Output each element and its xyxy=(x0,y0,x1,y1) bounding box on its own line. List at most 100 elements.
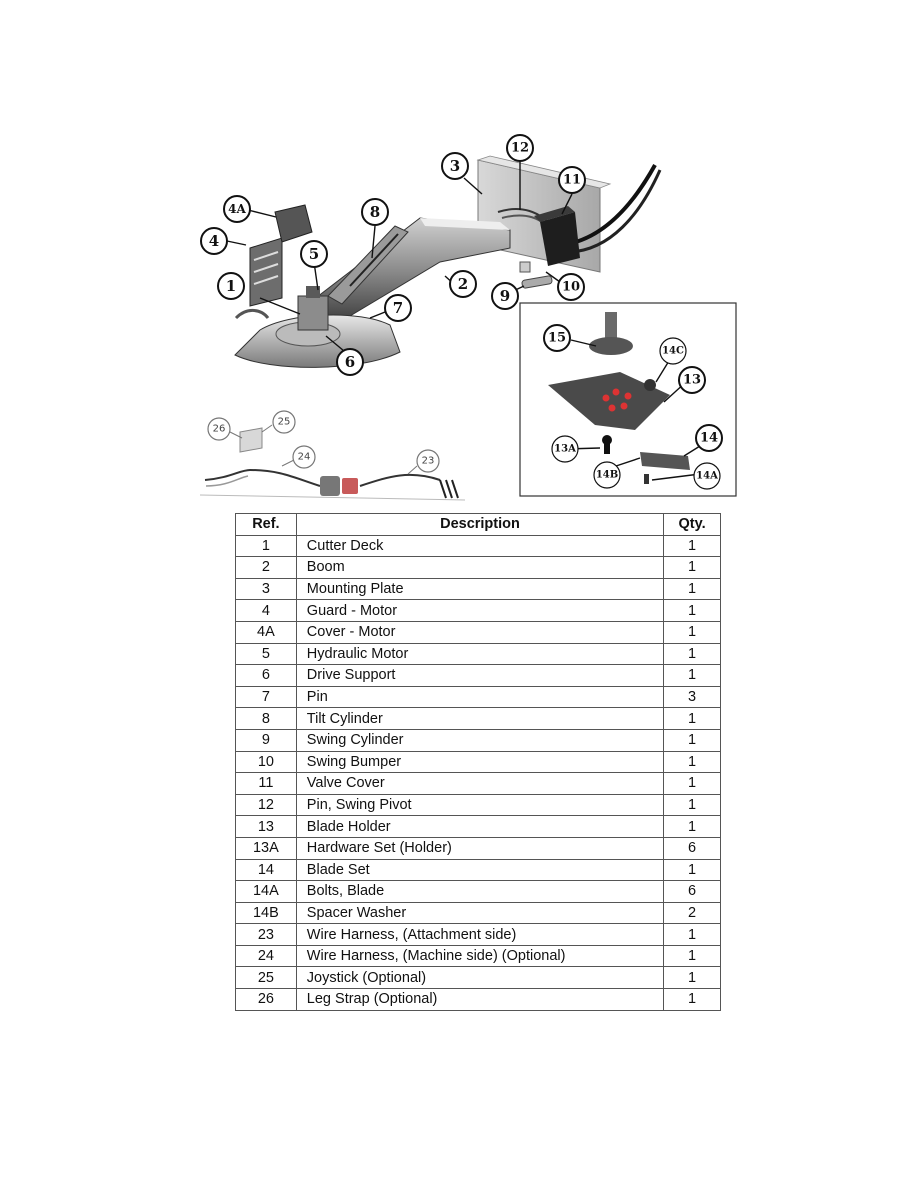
svg-text:26: 26 xyxy=(213,424,226,435)
cell-qty: 1 xyxy=(663,858,721,882)
cell-ref: 9 xyxy=(235,728,297,752)
cell-ref: 13A xyxy=(235,836,297,860)
motor-guard xyxy=(249,237,283,307)
svg-text:12: 12 xyxy=(511,141,529,156)
cell-qty: 1 xyxy=(663,642,721,666)
svg-text:6: 6 xyxy=(345,353,355,371)
cell-ref: 4A xyxy=(235,620,297,644)
cell-description: Pin, Swing Pivot xyxy=(295,793,665,817)
cell-description: Hardware Set (Holder) xyxy=(295,836,665,860)
svg-text:25: 25 xyxy=(278,417,291,428)
callout-13a: 13A xyxy=(551,435,579,463)
cell-qty: 1 xyxy=(663,923,721,946)
cell-description: Mounting Plate xyxy=(295,577,665,601)
svg-text:24: 24 xyxy=(298,452,311,463)
svg-text:1: 1 xyxy=(226,277,236,295)
cell-description: Bolts, Blade xyxy=(295,880,665,903)
cell-ref: 8 xyxy=(235,707,297,730)
svg-text:8: 8 xyxy=(370,203,380,221)
callout-10: 10 xyxy=(557,273,585,301)
callout-13: 13 xyxy=(678,366,706,394)
cell-ref: 12 xyxy=(235,793,297,817)
cell-description: Wire Harness, (Machine side) (Optional) xyxy=(295,944,665,968)
svg-text:10: 10 xyxy=(562,280,580,295)
cell-ref: 24 xyxy=(235,944,297,968)
cell-ref: 14A xyxy=(235,880,297,903)
cell-ref: 4 xyxy=(235,599,297,622)
exploded-parts-diagram: 1 2 3 4 4A 5 6 7 8 9 10 11 12 13 13A 14 … xyxy=(199,134,737,501)
svg-text:13: 13 xyxy=(683,373,701,388)
cell-qty: 6 xyxy=(663,836,721,860)
svg-text:14: 14 xyxy=(700,431,718,446)
svg-text:9: 9 xyxy=(500,287,510,305)
callout-2: 2 xyxy=(449,270,477,298)
cell-qty: 1 xyxy=(663,815,721,838)
svg-text:2: 2 xyxy=(458,275,468,293)
cell-qty: 1 xyxy=(663,556,721,579)
callout-14b: 14B xyxy=(593,461,621,489)
svg-text:4A: 4A xyxy=(228,202,246,216)
callout-25: 25 xyxy=(272,410,296,434)
cell-description: Cover - Motor xyxy=(295,620,665,644)
cell-description: Blade Set xyxy=(295,858,665,882)
cell-qty: 1 xyxy=(663,664,721,687)
cell-description: Joystick (Optional) xyxy=(295,966,665,990)
blade-holder-inset xyxy=(519,302,737,497)
callout-6: 6 xyxy=(336,348,364,376)
callout-9: 9 xyxy=(491,282,519,310)
header-description: Description xyxy=(295,513,665,536)
svg-text:14C: 14C xyxy=(662,346,684,357)
cell-qty: 1 xyxy=(663,988,721,1011)
cell-qty: 1 xyxy=(663,966,721,990)
svg-text:3: 3 xyxy=(450,157,460,175)
callout-7: 7 xyxy=(384,294,412,322)
cell-ref: 6 xyxy=(235,664,297,687)
cell-description: Boom xyxy=(295,556,665,579)
callout-8: 8 xyxy=(361,198,389,226)
cell-ref: 13 xyxy=(235,815,297,838)
svg-text:14A: 14A xyxy=(696,471,718,482)
callout-14: 14 xyxy=(695,424,723,452)
cell-description: Pin xyxy=(295,685,665,709)
cell-ref: 2 xyxy=(235,556,297,579)
cell-description: Drive Support xyxy=(295,664,665,687)
cell-ref: 14B xyxy=(235,901,297,925)
cell-qty: 2 xyxy=(663,901,721,925)
svg-text:14B: 14B xyxy=(596,470,618,481)
svg-text:23: 23 xyxy=(422,456,435,467)
cell-description: Valve Cover xyxy=(295,772,665,795)
callout-12: 12 xyxy=(506,134,534,162)
cell-description: Leg Strap (Optional) xyxy=(295,988,665,1011)
cell-ref: 3 xyxy=(235,577,297,601)
cell-ref: 11 xyxy=(235,772,297,795)
callout-14a: 14A xyxy=(693,462,721,490)
cell-ref: 7 xyxy=(235,685,297,709)
callout-24: 24 xyxy=(292,445,316,469)
cell-qty: 1 xyxy=(663,599,721,622)
hydraulic-motor xyxy=(297,286,329,331)
svg-text:13A: 13A xyxy=(554,444,576,455)
motor-cover xyxy=(274,204,313,243)
cell-qty: 1 xyxy=(663,728,721,752)
callout-4: 4 xyxy=(200,227,228,255)
cell-ref: 1 xyxy=(235,534,297,558)
wire-harness xyxy=(199,427,466,501)
cell-description: Cutter Deck xyxy=(295,534,665,558)
cell-qty: 1 xyxy=(663,577,721,601)
cell-qty: 1 xyxy=(663,620,721,644)
